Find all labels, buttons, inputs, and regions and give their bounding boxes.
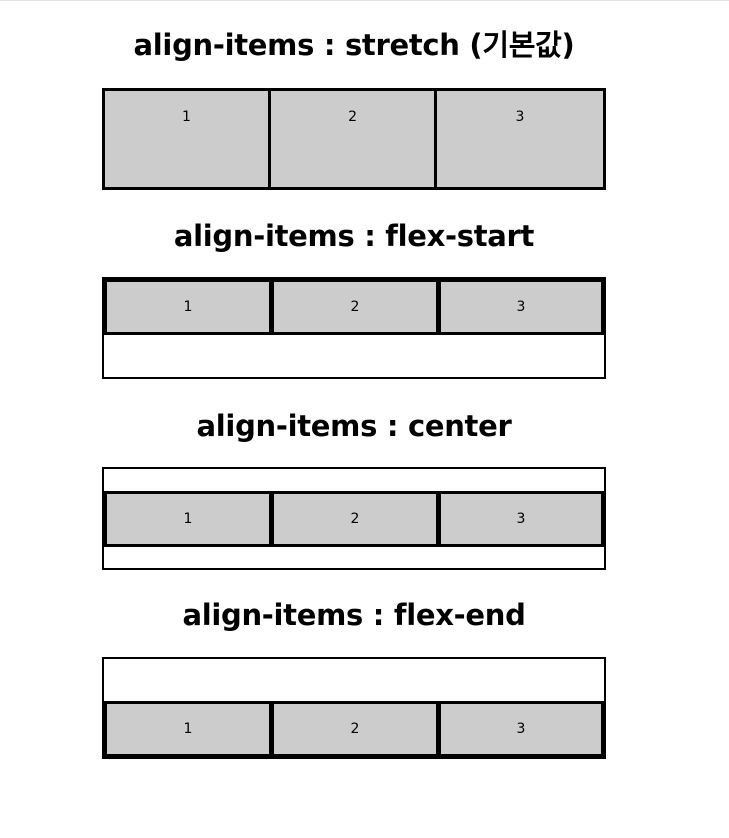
flex-item: 2 <box>271 701 439 757</box>
flex-item: 1 <box>104 279 272 335</box>
flex-container-center: 1 2 3 <box>102 467 606 570</box>
flex-item: 2 <box>271 279 439 335</box>
flex-container-stretch: 1 2 3 <box>102 88 606 190</box>
flex-item: 1 <box>104 701 272 757</box>
flex-container-flex-start: 1 2 3 <box>102 277 606 379</box>
flex-item: 3 <box>437 91 603 187</box>
section-title-flex-end: align-items : flex-end <box>182 598 526 632</box>
top-divider <box>0 0 729 1</box>
flex-item: 3 <box>438 490 604 547</box>
flex-item: 1 <box>104 490 272 547</box>
flex-item: 3 <box>438 279 604 335</box>
flex-item: 2 <box>271 490 439 547</box>
flex-item: 1 <box>105 91 272 187</box>
flex-container-flex-end: 1 2 3 <box>102 657 606 759</box>
section-title-stretch: align-items : stretch (기본값) <box>133 28 575 62</box>
flex-item: 2 <box>271 91 438 187</box>
section-title-flex-start: align-items : flex-start <box>173 219 535 253</box>
section-title-center: align-items : center <box>196 409 512 443</box>
flex-item: 3 <box>438 701 604 757</box>
